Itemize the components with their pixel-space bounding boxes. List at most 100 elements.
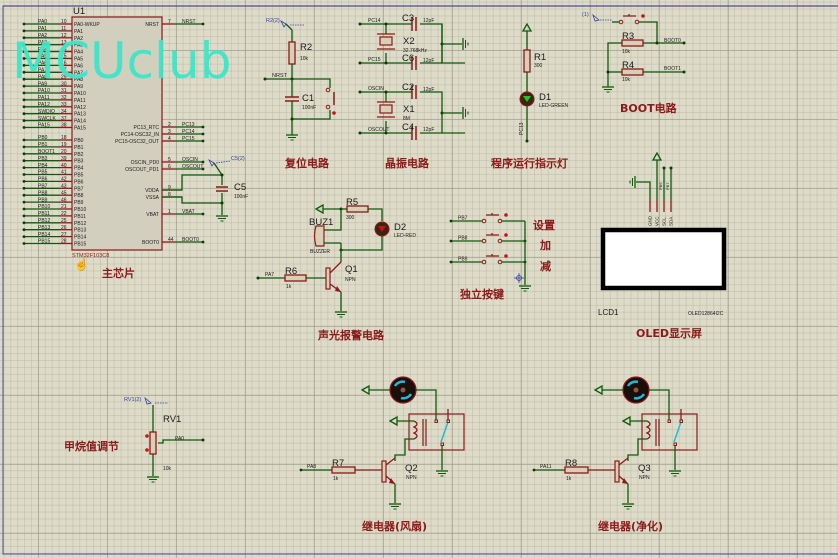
r3-ref: R3: [622, 31, 634, 42]
c6-value: 12pF: [423, 58, 434, 64]
mcu-pin-net: PB6: [38, 177, 48, 183]
mcu-pin-net: BOOT0: [182, 237, 199, 243]
mcu-pin-number: 12: [61, 33, 67, 39]
mcu-pin-net: PB12: [38, 218, 50, 224]
capacitor-c5[interactable]: C5(2) C5 100nF: [162, 156, 248, 222]
keys-caption: 独立按键: [459, 287, 505, 301]
resistor-r2[interactable]: [288, 41, 296, 65]
mcu-pin-net: PB7: [38, 184, 48, 190]
mcu-pin-net: PA12: [38, 102, 50, 108]
d2-value: LED-RED: [394, 233, 416, 239]
boot-circuit[interactable]: (1) R3 10k R4 10k BOOT0 BOOT1: [582, 12, 686, 93]
mcu-pin-name: PA0-WKUP: [74, 22, 100, 28]
mcu-pin-number: 44: [168, 237, 174, 243]
mcu-pin-name: PC13_RTC: [134, 125, 160, 131]
mcu-pin-net: PA6: [38, 61, 47, 67]
mcu-pin-net: PB3: [38, 156, 48, 162]
mcu-pin-net: PB11: [38, 211, 50, 217]
potentiometer-rv1[interactable]: [149, 431, 157, 455]
transistor[interactable]: [381, 460, 387, 483]
mcu-pin-net: PA0: [38, 19, 47, 25]
mcu-pin-net: PA9: [38, 81, 47, 87]
mcu-pin-number: 26: [61, 225, 67, 231]
mcu-pin-net: NRST: [182, 19, 196, 25]
push-button[interactable]: [482, 232, 504, 244]
mcu-pin-name: VDDA: [145, 188, 160, 194]
transistor-q1[interactable]: [325, 267, 331, 290]
mcu-pin-number: 43: [61, 184, 67, 190]
mcu-pin-net: PB1: [38, 142, 48, 148]
mcu-pin-net: PB5: [38, 170, 48, 176]
d1-value: LED-GREEN: [539, 103, 569, 109]
methane-pot-circuit[interactable]: RV1(2) RV1 10k PA0: [124, 396, 205, 483]
q1-ref: Q1: [345, 264, 358, 275]
mcu-pin-number: 18: [61, 135, 67, 141]
oled-screen[interactable]: [600, 227, 727, 291]
mcu-pin-name: PA8: [74, 77, 83, 83]
mcu-pin-net: PA2: [38, 33, 47, 39]
push-button[interactable]: [482, 253, 504, 265]
mcu-pin-name: PA15: [74, 126, 86, 132]
reset-caption: 复位电路: [284, 156, 330, 170]
pot-caption: 甲烷值调节: [64, 439, 119, 453]
key-net: PB8: [458, 236, 468, 242]
reset-circuit[interactable]: R2(2) R2 10k NRST C1 100nF: [263, 18, 336, 141]
boot-caption: BOOT电路: [620, 101, 678, 115]
relay-body[interactable]: [641, 413, 698, 451]
mcu-pin-name: PB7: [74, 186, 84, 192]
r6-value: 1k: [286, 284, 292, 290]
mcu-pin-name: PB14: [74, 235, 86, 241]
oled-pin-label: SDA: [669, 217, 674, 226]
run-led-circuit[interactable]: R1 300 D1 LED-GREEN PC13: [519, 22, 569, 143]
push-button[interactable]: [482, 212, 504, 224]
mcu-pin-name: OSCIN_PD0: [131, 160, 160, 166]
relay-resistor-value: 1k: [333, 476, 339, 482]
resistor-r1[interactable]: [523, 49, 531, 73]
c5-value: 100nF: [234, 194, 248, 200]
mcu-pin-name: PA1: [74, 29, 83, 35]
crystal-caption: 晶振电路: [385, 156, 430, 170]
oled-pin-label: VCC: [655, 216, 660, 226]
mcu-pin-net: PA4: [38, 47, 47, 53]
mcu-pin-name: OSCOUT_PD1: [125, 167, 159, 173]
oled-ref: LCD1: [598, 308, 619, 317]
mcu-pin-number: 38: [61, 123, 67, 129]
alarm-circuit[interactable]: R5 300 D2 LED-RED BUZ1 BUZZER PA7 R6 1k …: [256, 197, 417, 318]
transistor[interactable]: [614, 460, 620, 483]
mcu-pin-name: PB6: [74, 179, 84, 185]
mcu-pin-name: PA10: [74, 91, 86, 97]
q1-net: PA7: [265, 272, 274, 278]
mcu-pin-number: 20: [61, 149, 67, 155]
mcu-pin-net: VBAT: [182, 209, 195, 215]
mcu-pin-net: OSCOUT: [182, 164, 203, 170]
key-function-label: 设置: [533, 218, 555, 232]
mcu-body[interactable]: [71, 16, 163, 251]
mcu-pin-number: 16: [61, 61, 67, 67]
alarm-caption: 声光报警电路: [317, 328, 385, 342]
mcu-pin-number: 33: [61, 102, 67, 108]
mcu-pin-name: PA5: [74, 57, 83, 63]
buzzer-buz1[interactable]: [313, 225, 325, 247]
oled-net-scl: PB6: [658, 182, 663, 190]
mcu-pin-name: PB10: [74, 207, 86, 213]
mcu-pin-number: 31: [61, 88, 67, 94]
c5-ref: C5: [234, 182, 246, 193]
c2-value: 12pF: [423, 87, 434, 93]
rv1-ref: RV1: [163, 414, 181, 425]
mcu-pin-net: PA10: [38, 88, 50, 94]
mcu-pin-name: PB4: [74, 166, 84, 172]
mcu-pin-net: PB14: [38, 232, 50, 238]
crystal-circuit[interactable]: PC14 PC15 C3 12pF C6 12pF X2 32.768kHz O…: [358, 13, 469, 140]
relay-body[interactable]: [408, 413, 465, 451]
mcu-pin-name: PA3: [74, 43, 83, 49]
mcu-pin-number: 37: [61, 116, 67, 122]
c5-probe-label: C5(2): [231, 156, 245, 162]
mcu-pin-name: PA9: [74, 84, 83, 90]
r2-ref: R2: [300, 42, 312, 53]
